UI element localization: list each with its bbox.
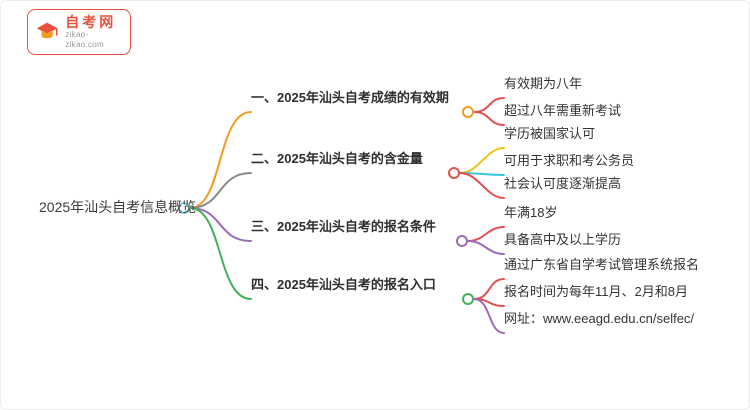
leaf-validity-8-years: 有效期为八年 [504, 76, 583, 91]
branch1-child2-curve [473, 111, 505, 126]
leaf-social-recognition: 社会认可度逐渐提高 [504, 176, 622, 191]
branch1-topic: 一、2025年汕头自考成绩的有效期 [251, 90, 449, 105]
branch4-curve [189, 207, 252, 300]
site-logo: 自考网 zikao-zikao.com [27, 9, 131, 55]
branch3-curve [189, 207, 252, 242]
logo-title: 自考网 [65, 14, 117, 30]
branch3-node-circle [456, 235, 468, 247]
branch2-child3-curve [459, 172, 505, 199]
branch1-child1-curve [473, 97, 505, 113]
leaf-job-civil-service: 可用于求职和考公务员 [504, 153, 635, 168]
branch3-topic: 三、2025年汕头自考的报名条件 [251, 219, 436, 234]
leaf-age-18: 年满18岁 [504, 205, 558, 220]
logo-text: 自考网 zikao-zikao.com [65, 14, 123, 50]
leaf-registration-months: 报名时间为每年11月、2月和8月 [504, 284, 688, 299]
branch1-curve [189, 111, 252, 209]
graduation-cap-icon [36, 22, 58, 39]
leaf-highschool-or-above: 具备高中及以上学历 [504, 232, 622, 247]
branch2-curve [189, 172, 252, 209]
leaf-registration-system: 通过广东省自学考试管理系统报名 [504, 257, 700, 272]
branch1-node-circle [462, 106, 474, 118]
root-topic: 2025年汕头自考信息概览 [39, 199, 197, 215]
branch4-node-circle [462, 293, 474, 305]
branch2-node-circle [448, 167, 460, 179]
leaf-state-recognized: 学历被国家认可 [504, 126, 596, 141]
branch2-topic: 二、2025年汕头自考的含金量 [251, 151, 423, 166]
branch4-topic: 四、2025年汕头自考的报名入口 [251, 277, 436, 292]
branch2-child1-curve [459, 147, 505, 174]
branch4-child1-curve [473, 278, 505, 300]
branch3-child1-curve [467, 226, 505, 242]
logo-subtitle: zikao-zikao.com [65, 30, 104, 49]
leaf-retake-after-8-years: 超过八年需重新考试 [504, 103, 622, 118]
branch3-child2-curve [467, 240, 505, 255]
leaf-registration-url: 网址：www.eeagd.edu.cn/selfec/ [504, 311, 695, 326]
branch4-child3-curve [473, 298, 505, 334]
root-node-circle [178, 202, 190, 214]
